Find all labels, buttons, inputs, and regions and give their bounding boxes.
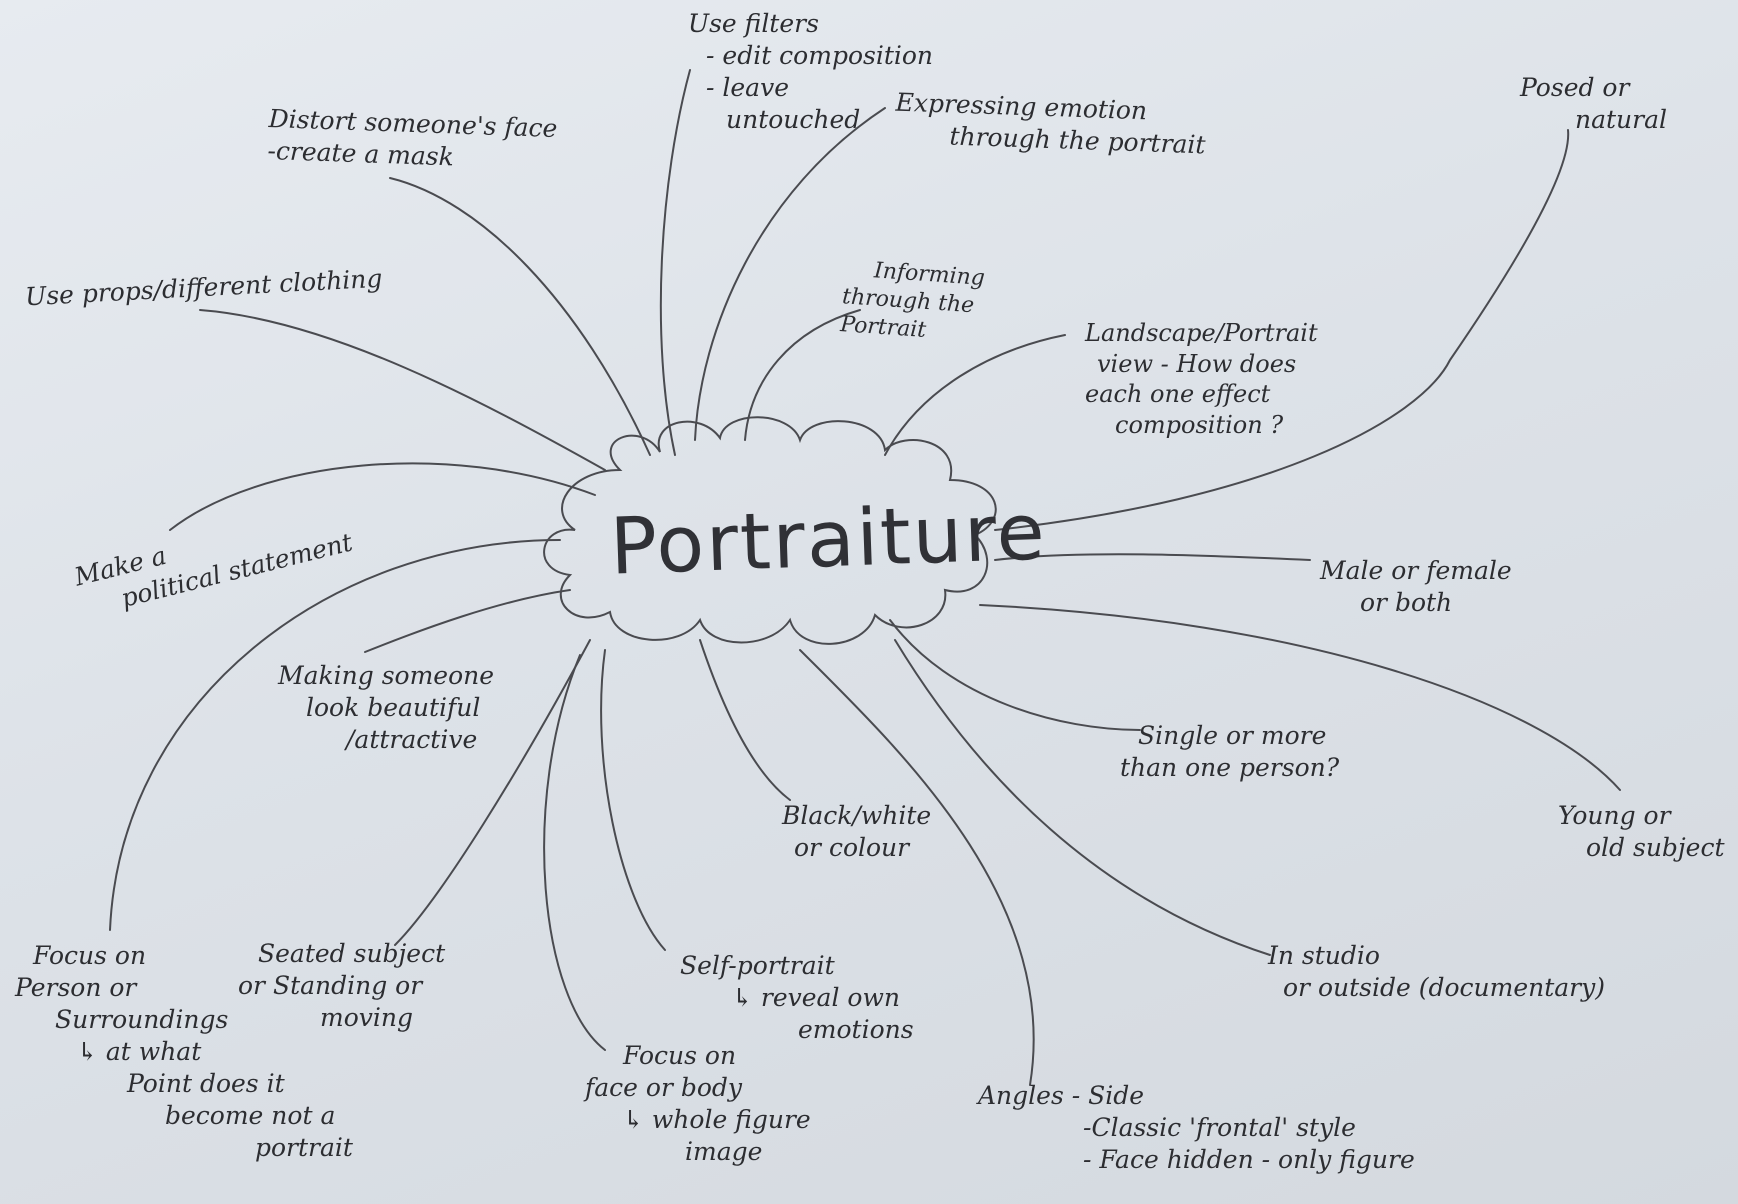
- note-landscape: Landscape/Portrait view - How does each …: [1085, 318, 1318, 441]
- note-bw: Black/white or colour: [782, 800, 931, 864]
- branch-posed: [994, 129, 1570, 531]
- note-line: Single or more: [1138, 721, 1327, 750]
- note-line: Landscape/Portrait: [1085, 319, 1318, 347]
- branch-seated: [394, 639, 591, 946]
- branch-informing: [744, 309, 861, 441]
- note-emotion: Expressing emotion through the portrait: [894, 87, 1207, 162]
- note-line: each one effect: [1085, 380, 1271, 409]
- branch-emotion: [694, 107, 886, 441]
- branch-focus-person: [109, 539, 561, 931]
- note-line: natural: [1575, 105, 1668, 134]
- note-line: or outside (documentary): [1283, 973, 1606, 1002]
- note-line: - Face hidden - only figure: [1083, 1145, 1415, 1174]
- note-single: Single or more than one person?: [1120, 720, 1339, 784]
- branch-beautiful: [364, 589, 571, 653]
- note-line: Self-portrait: [680, 951, 835, 980]
- branch-studio: [894, 639, 1271, 956]
- note-face-body: Focus on face or body ↳ whole figure ima…: [585, 1040, 811, 1168]
- note-line: ↳ at what: [77, 1037, 202, 1066]
- note-line: Angles - Side: [978, 1081, 1145, 1110]
- note-line: untouched: [726, 105, 861, 134]
- note-line: old subject: [1586, 833, 1725, 862]
- branch-age: [979, 604, 1621, 791]
- note-beautiful: Making someone look beautiful /attractiv…: [278, 660, 494, 756]
- note-line: Focus on: [33, 941, 147, 970]
- note-line: view - How does: [1097, 349, 1297, 378]
- note-line: Point does it: [127, 1069, 285, 1098]
- branch-gender: [994, 553, 1311, 561]
- note-line: look beautiful: [306, 693, 481, 722]
- note-line: Making someone: [278, 661, 495, 690]
- branch-props: [199, 309, 606, 471]
- note-line: Surroundings: [55, 1005, 229, 1034]
- branch-distort: [389, 177, 651, 456]
- note-line: or both: [1360, 588, 1453, 617]
- branch-landscape: [884, 334, 1066, 456]
- branch-political: [169, 462, 596, 531]
- note-distort: Distort someone's face -create a mask: [267, 103, 558, 177]
- branch-single: [889, 619, 1141, 731]
- note-line: Male or female: [1320, 556, 1512, 585]
- note-line: - edit composition: [706, 41, 934, 70]
- branch-face-body: [543, 654, 606, 1051]
- note-gender: Male or female or both: [1320, 555, 1512, 619]
- note-age: Young or old subject: [1558, 800, 1725, 864]
- note-line: or colour: [794, 833, 910, 862]
- note-line: become not a: [165, 1101, 336, 1130]
- note-seated: Seated subject or Standing or moving: [238, 938, 445, 1034]
- note-line: -Classic 'frontal' style: [1083, 1113, 1356, 1142]
- note-line: portrait: [255, 1133, 353, 1162]
- branch-angles: [799, 649, 1035, 1086]
- note-line: composition ?: [1115, 411, 1284, 440]
- note-line: Posed or: [1520, 73, 1630, 102]
- note-line: Use filters: [688, 9, 819, 38]
- branch-filters: [659, 69, 691, 456]
- note-line: Young or: [1558, 801, 1671, 830]
- note-informing: Informing through the Portrait: [839, 255, 985, 349]
- note-line: Person or: [15, 973, 137, 1002]
- note-studio: In studio or outside (documentary): [1268, 940, 1605, 1004]
- note-line: Black/white: [782, 801, 932, 830]
- branch-bw: [699, 639, 791, 801]
- note-line: Focus on: [623, 1041, 737, 1070]
- note-line: /attractive: [346, 725, 478, 754]
- note-line: or Standing or: [238, 971, 423, 1000]
- note-line: image: [685, 1137, 763, 1166]
- note-angles: Angles - Side -Classic 'frontal' style -…: [978, 1080, 1415, 1176]
- note-line: than one person?: [1120, 753, 1340, 782]
- note-focus-person: Focus on Person or Surroundings ↳ at wha…: [15, 940, 353, 1164]
- note-line: ↳ reveal own: [732, 983, 900, 1012]
- central-title: Portraiture: [608, 487, 1048, 593]
- note-line: face or body: [585, 1073, 743, 1102]
- branch-self: [600, 649, 666, 951]
- note-self: Self-portrait ↳ reveal own emotions: [680, 950, 914, 1046]
- central-cloud: [543, 416, 997, 645]
- note-line: In studio: [1268, 941, 1380, 970]
- note-line: moving: [320, 1003, 413, 1032]
- note-line: ↳ whole figure: [623, 1105, 811, 1134]
- note-line: emotions: [798, 1015, 914, 1044]
- note-filters: Use filters - edit composition - leave u…: [688, 8, 933, 136]
- note-posed: Posed or natural: [1520, 72, 1667, 136]
- note-line: - leave: [706, 73, 790, 102]
- note-line: Seated subject: [258, 939, 446, 968]
